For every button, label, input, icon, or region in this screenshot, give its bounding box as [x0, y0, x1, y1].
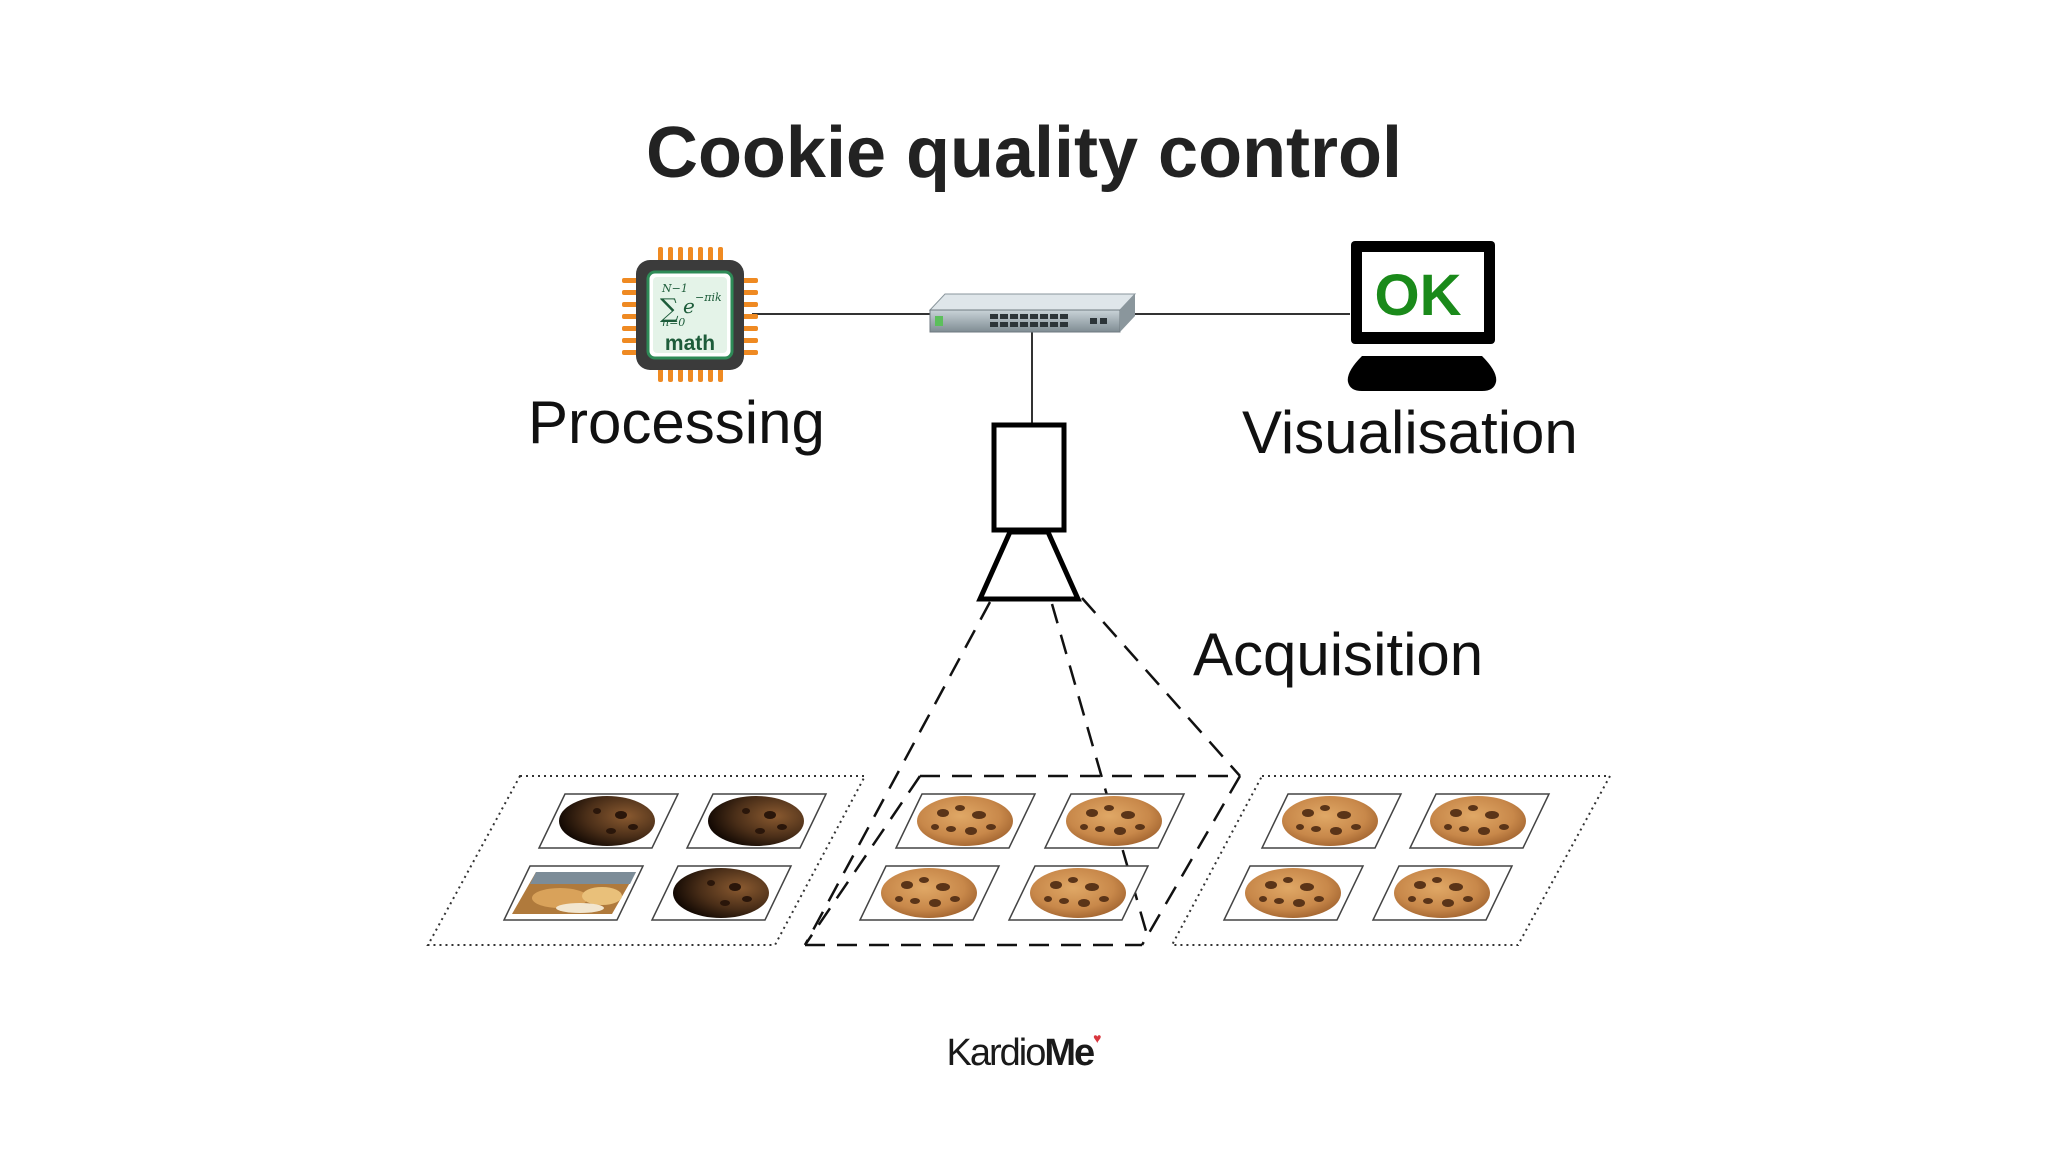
tray-right — [1170, 775, 1612, 946]
chip-formula-top: N−1 — [661, 282, 688, 295]
pastry-photo-tile — [502, 865, 645, 921]
cookie-tile — [858, 865, 1001, 921]
logo-bold: Me — [1044, 1032, 1095, 1074]
cookie-tile — [1260, 793, 1403, 849]
acquisition-label: Acquisition — [1193, 621, 1484, 688]
cookie-tile — [650, 865, 793, 921]
cookie-tile — [537, 793, 680, 849]
math-chip-icon: N−1 ∑ e −πik n=0 math — [622, 247, 758, 382]
processing-label: Processing — [528, 389, 825, 456]
cookie-tile — [1007, 865, 1150, 921]
cookie-tile — [1371, 865, 1514, 921]
chip-formula-sum: ∑ — [660, 294, 679, 324]
heart-icon: ♥ — [1093, 1030, 1102, 1046]
tray-left — [426, 775, 867, 946]
slide-title: Cookie quality control — [645, 113, 1403, 193]
cookie-tile — [1222, 865, 1365, 921]
chip-formula-exp: e — [683, 294, 695, 318]
logo-light: Kardio — [946, 1032, 1047, 1074]
cookie-tile — [1408, 793, 1551, 849]
kardiome-logo: KardioMe♥ — [0, 1030, 2048, 1075]
cookie-tile — [685, 793, 828, 849]
cookie-tile — [894, 793, 1037, 849]
monitor-ok-text: OK — [1375, 263, 1462, 328]
chip-formula-bottom: n=0 — [662, 316, 685, 329]
computer-monitor-icon: OK — [1347, 241, 1497, 391]
chip-formula-power: −πik — [695, 291, 722, 304]
network-switch-icon — [928, 293, 1137, 333]
cookie-tile — [1043, 793, 1186, 849]
visualisation-label: Visualisation — [1242, 399, 1578, 466]
camera-icon — [976, 422, 1082, 602]
tray-middle — [858, 793, 1186, 921]
chip-word: math — [665, 332, 715, 355]
